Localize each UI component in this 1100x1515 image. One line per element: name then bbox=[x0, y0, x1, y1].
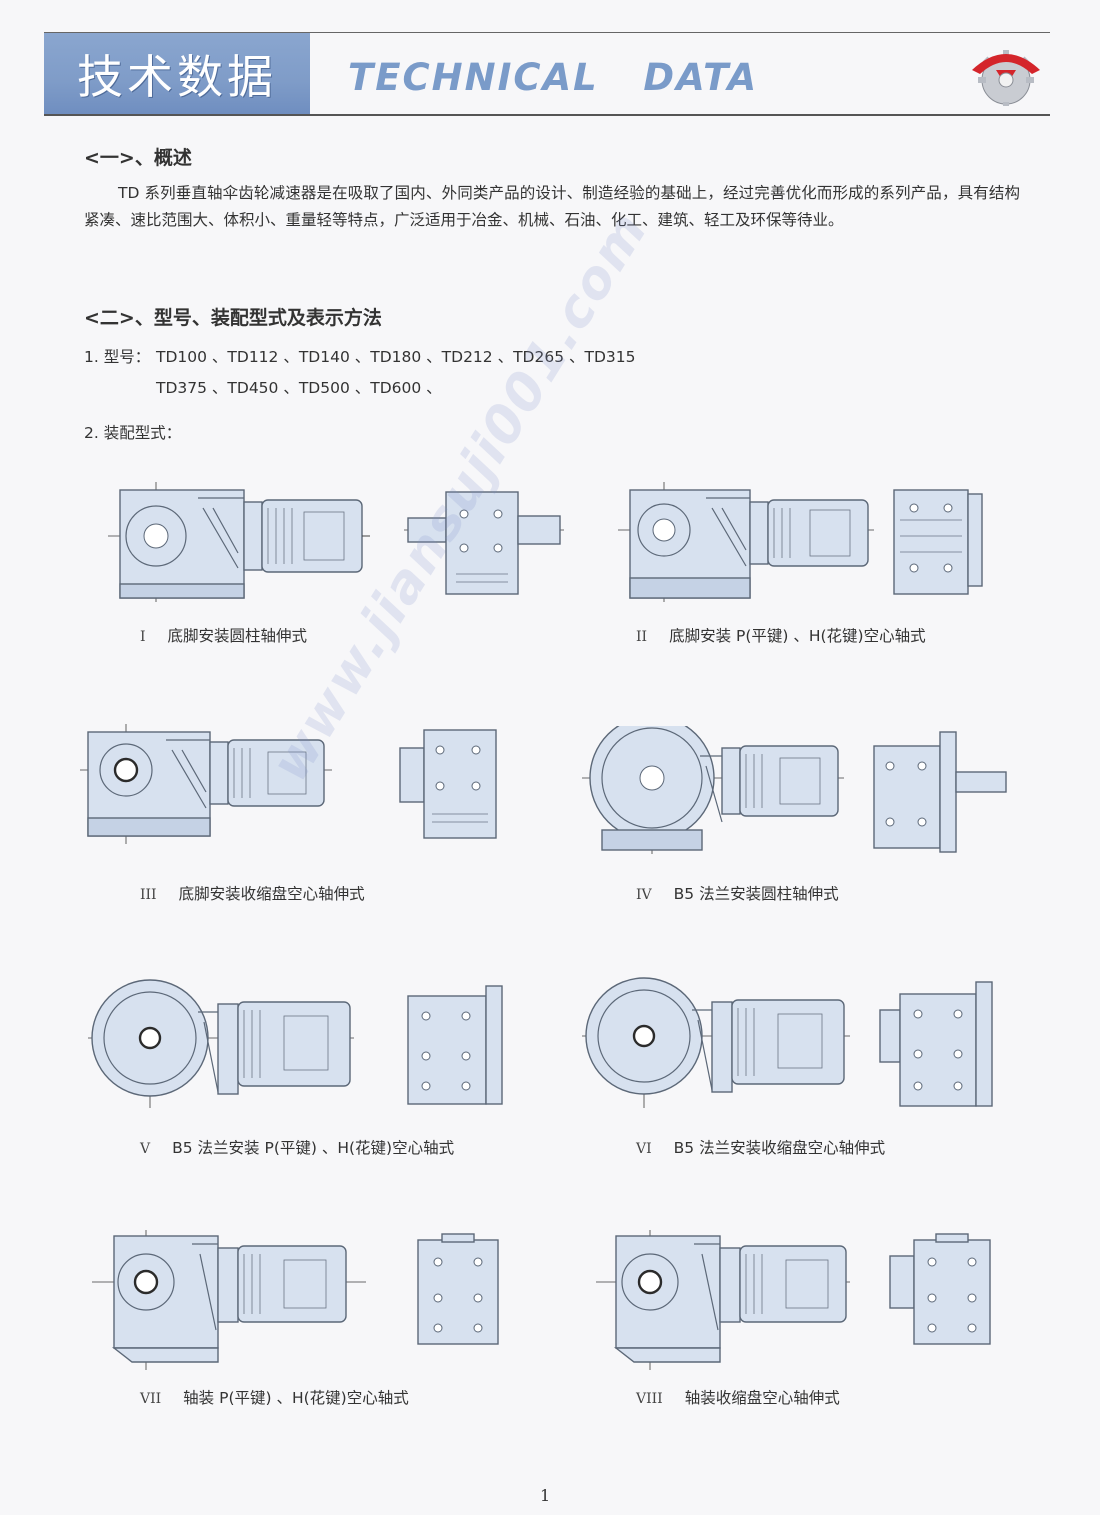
models-list-line-2: TD375 、TD450 、TD500 、TD600 、 bbox=[156, 379, 442, 397]
figure-8-caption: VIII 轴装收缩盘空心轴伸式 bbox=[636, 1386, 840, 1408]
figure-6-number: VI bbox=[636, 1141, 652, 1157]
figure-7-drawing bbox=[92, 1230, 499, 1370]
figure-1-drawing bbox=[108, 482, 564, 602]
figure-4-number: IV bbox=[636, 887, 652, 903]
figure-8-number: VIII bbox=[636, 1391, 663, 1407]
header-title-box: 技术数据 bbox=[44, 33, 310, 114]
figure-3-caption: III 底脚安装收缩盘空心轴伸式 bbox=[140, 882, 365, 904]
figure-4-drawing bbox=[582, 726, 1007, 854]
section-models-title: <二>、型号、装配型式及表示方法 bbox=[84, 307, 382, 329]
figure-4-caption: IV B5 法兰安装圆柱轴伸式 bbox=[636, 882, 839, 904]
gear-arc-logo-icon bbox=[972, 50, 1040, 106]
figure-3-number: III bbox=[140, 887, 157, 903]
header-title-cn: 技术数据 bbox=[77, 50, 277, 104]
section-overview-paragraph: TD 系列垂直轴伞齿轮减速器是在吸取了国内、外同类产品的设计、制造经验的基础上，… bbox=[84, 184, 1020, 229]
figure-5-label: B5 法兰安装 P(平键) 、H(花键)空心轴式 bbox=[172, 1139, 455, 1157]
figure-8-label: 轴装收缩盘空心轴伸式 bbox=[684, 1389, 840, 1407]
figure-5-drawing bbox=[88, 979, 503, 1108]
figure-7-number: VII bbox=[140, 1391, 162, 1407]
figure-1-label: 底脚安装圆柱轴伸式 bbox=[167, 627, 308, 645]
figure-6-label: B5 法兰安装收缩盘空心轴伸式 bbox=[673, 1139, 886, 1157]
header-bottom-rule bbox=[44, 114, 1050, 116]
figure-6-drawing bbox=[582, 977, 993, 1108]
page-number: 1 bbox=[540, 1486, 551, 1505]
figure-7-caption: VII 轴装 P(平键) 、H(花键)空心轴式 bbox=[140, 1386, 409, 1408]
figure-6-caption: VI B5 法兰安装收缩盘空心轴伸式 bbox=[636, 1136, 885, 1158]
figure-7-label: 轴装 P(平键) 、H(花键)空心轴式 bbox=[183, 1389, 409, 1407]
figure-3-label: 底脚安装收缩盘空心轴伸式 bbox=[178, 885, 365, 903]
figure-8-drawing bbox=[596, 1230, 991, 1370]
section-overview-title: <一>、概述 bbox=[84, 147, 192, 169]
figure-2-number: II bbox=[636, 629, 648, 645]
figure-2-drawing bbox=[618, 482, 983, 602]
figure-2-label: 底脚安装 P(平键) 、H(花键)空心轴式 bbox=[669, 627, 926, 645]
figure-1-number: I bbox=[140, 629, 146, 645]
figure-3-drawing bbox=[80, 724, 497, 844]
models-label: 1. 型号： bbox=[84, 348, 151, 366]
assembly-label: 2. 装配型式： bbox=[84, 424, 182, 442]
figure-2-caption: II 底脚安装 P(平键) 、H(花键)空心轴式 bbox=[636, 624, 926, 646]
figure-1-caption: I 底脚安装圆柱轴伸式 bbox=[140, 624, 307, 646]
header-title-en: TECHNICAL DATA bbox=[348, 56, 759, 99]
figure-5-caption: V B5 法兰安装 P(平键) 、H(花键)空心轴式 bbox=[140, 1136, 454, 1158]
header-top-rule bbox=[44, 32, 1050, 33]
figure-5-number: V bbox=[140, 1141, 151, 1157]
models-list-line-1: TD100 、TD112 、TD140 、TD180 、TD212 、TD265… bbox=[156, 348, 636, 366]
figure-4-label: B5 法兰安装圆柱轴伸式 bbox=[673, 885, 839, 903]
